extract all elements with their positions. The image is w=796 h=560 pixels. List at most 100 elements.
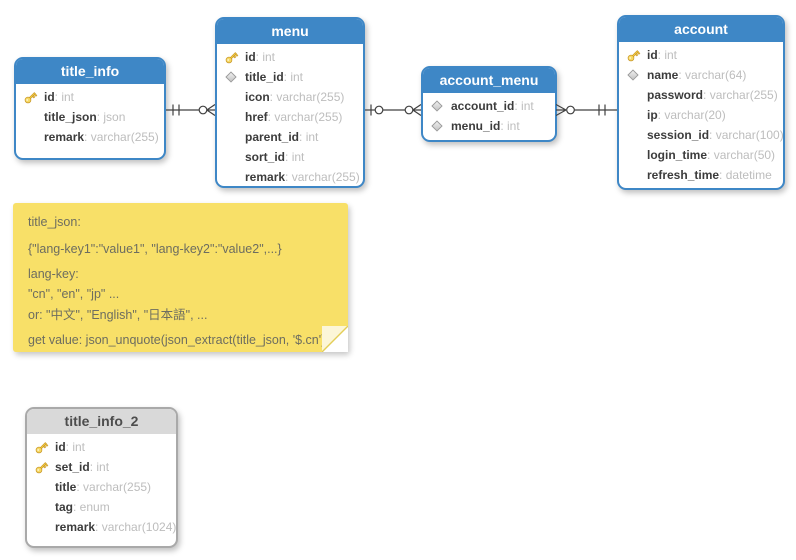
- entity-table-title-info[interactable]: title_info idint title_jsonjson remarkva…: [14, 57, 166, 160]
- note-line: or: "中文", "English", "日本語", ...: [28, 308, 208, 322]
- column-name: icon: [245, 90, 270, 104]
- column-type: varchar(1024): [95, 520, 176, 534]
- key-icon: [23, 90, 44, 105]
- column-row[interactable]: iconvarchar(255): [217, 87, 363, 107]
- column-type: int: [658, 48, 677, 62]
- column-type: int: [299, 130, 319, 144]
- column-name: login_time: [647, 148, 708, 162]
- note-fold-corner-icon: [322, 326, 348, 352]
- column-type: int: [514, 99, 534, 113]
- key-icon: [34, 460, 55, 475]
- column-row[interactable]: idint: [27, 437, 176, 457]
- column-name: ip: [647, 108, 658, 122]
- column-name: title_id: [245, 70, 284, 84]
- column-row[interactable]: ipvarchar(20): [619, 105, 783, 125]
- column-name: set_id: [55, 460, 90, 474]
- column-row[interactable]: hrefvarchar(255): [217, 107, 363, 127]
- table-header[interactable]: account: [619, 17, 783, 42]
- column-row[interactable]: idint: [217, 47, 363, 67]
- column-row[interactable]: idint: [16, 87, 164, 107]
- column-row[interactable]: remarkvarchar(255): [217, 167, 363, 186]
- diamond-icon: [224, 71, 245, 83]
- column-row[interactable]: title_jsonjson: [16, 107, 164, 127]
- entity-table-title-info-2[interactable]: title_info_2 idint set_idint titlevarcha…: [25, 407, 178, 548]
- table-header[interactable]: account_menu: [423, 68, 555, 93]
- column-name: parent_id: [245, 130, 300, 144]
- column-row[interactable]: login_timevarchar(50): [619, 145, 783, 165]
- column-name: remark: [55, 520, 96, 534]
- note-line: lang-key:: [28, 267, 79, 281]
- entity-table-account-menu[interactable]: account_menu account_idint menu_idint: [421, 66, 557, 142]
- column-type: int: [66, 440, 85, 454]
- column-type: int: [285, 150, 305, 164]
- key-icon: [224, 50, 245, 65]
- column-type: int: [500, 119, 520, 133]
- column-row[interactable]: account_idint: [423, 96, 555, 116]
- column-name: password: [647, 88, 704, 102]
- column-type: varchar(255): [76, 480, 151, 494]
- column-type: int: [284, 70, 303, 84]
- column-row[interactable]: passwordvarchar(255): [619, 85, 783, 105]
- column-row[interactable]: menu_idint: [423, 116, 555, 136]
- column-name: href: [245, 110, 268, 124]
- column-row[interactable]: titlevarchar(255): [27, 477, 176, 497]
- column-row[interactable]: refresh_timedatetime: [619, 165, 783, 185]
- column-row[interactable]: title_idint: [217, 67, 363, 87]
- column-name: remark: [44, 130, 85, 144]
- column-name: id: [44, 90, 55, 104]
- column-row[interactable]: parent_idint: [217, 127, 363, 147]
- column-type: datetime: [719, 168, 772, 182]
- column-row[interactable]: set_idint: [27, 457, 176, 477]
- column-type: varchar(255): [285, 170, 360, 184]
- table-header[interactable]: title_info_2: [27, 409, 176, 434]
- column-type: json: [97, 110, 125, 124]
- column-name: remark: [245, 170, 286, 184]
- column-type: varchar(100): [709, 128, 783, 142]
- column-name: refresh_time: [647, 168, 720, 182]
- column-name: account_id: [451, 99, 515, 113]
- column-name: sort_id: [245, 150, 286, 164]
- sticky-note[interactable]: title_json: {"lang-key1":"value1", "lang…: [13, 203, 348, 352]
- column-row[interactable]: sort_idint: [217, 147, 363, 167]
- entity-table-menu[interactable]: menu idint title_idint iconvarchar(255) …: [215, 17, 365, 188]
- column-row[interactable]: remarkvarchar(255): [16, 127, 164, 147]
- column-type: int: [90, 460, 109, 474]
- column-name: id: [245, 50, 256, 64]
- column-type: varchar(64): [678, 68, 746, 82]
- column-type: varchar(255): [84, 130, 159, 144]
- table-body: idint namevarchar(64) passwordvarchar(25…: [619, 42, 783, 185]
- diamond-icon: [430, 120, 451, 132]
- table-body: idint title_idint iconvarchar(255) hrefv…: [217, 44, 363, 186]
- column-row[interactable]: remarkvarchar(1024): [27, 517, 176, 537]
- note-line: get value: json_unquote(json_extract(tit…: [28, 333, 326, 347]
- key-icon: [34, 440, 55, 455]
- column-name: name: [647, 68, 679, 82]
- column-name: session_id: [647, 128, 710, 142]
- entity-table-account[interactable]: account idint namevarchar(64) passwordva…: [617, 15, 785, 190]
- table-header[interactable]: menu: [217, 19, 363, 44]
- relation-account-menu-account[interactable]: [556, 102, 617, 118]
- table-header[interactable]: title_info: [16, 59, 164, 84]
- relation-title-info-menu[interactable]: [166, 102, 215, 118]
- column-type: int: [256, 50, 275, 64]
- column-row[interactable]: tagenum: [27, 497, 176, 517]
- column-name: menu_id: [451, 119, 501, 133]
- column-type: varchar(255): [268, 110, 342, 124]
- note-line: "cn", "en", "jp" ...: [28, 287, 120, 301]
- column-name: tag: [55, 500, 73, 514]
- column-row[interactable]: idint: [619, 45, 783, 65]
- column-type: varchar(255): [703, 88, 778, 102]
- column-row[interactable]: session_idvarchar(100): [619, 125, 783, 145]
- sticky-note-text: title_json: {"lang-key1":"value1", "lang…: [13, 203, 348, 360]
- column-name: id: [647, 48, 658, 62]
- relation-menu-account-menu[interactable]: [365, 102, 421, 118]
- column-type: varchar(20): [658, 108, 725, 122]
- column-name: id: [55, 440, 66, 454]
- key-icon: [626, 48, 647, 63]
- table-body: account_idint menu_idint: [423, 93, 555, 136]
- note-line: title_json:: [28, 215, 81, 229]
- column-type: int: [55, 90, 74, 104]
- column-row[interactable]: namevarchar(64): [619, 65, 783, 85]
- diamond-icon: [626, 69, 647, 81]
